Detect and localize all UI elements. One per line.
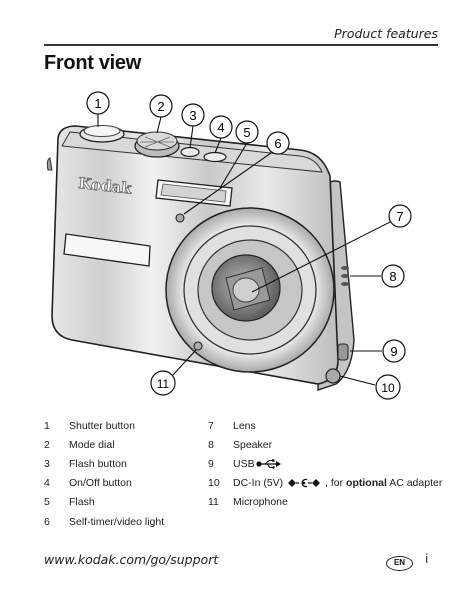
legend-number: 4 — [44, 477, 50, 490]
legend-left-column: 1 Shutter button 2 Mode dial 3 Flash button… — [44, 416, 164, 531]
svg-text:10: 10 — [381, 381, 395, 395]
callout-3: 3 — [181, 103, 205, 127]
callout-9: 9 — [382, 339, 406, 363]
legend-item: 4 On/Off button — [44, 474, 164, 493]
legend-item: 2 Mode dial — [44, 435, 164, 454]
legend-label: Microphone — [233, 496, 288, 509]
svg-text:6: 6 — [274, 136, 281, 151]
callout-5: 5 — [235, 120, 259, 144]
svg-text:7: 7 — [396, 209, 403, 224]
legend-label: Lens — [233, 419, 256, 432]
legend-item: 9 USB — [208, 454, 448, 473]
dc-polarity-icon — [288, 479, 321, 488]
legend-item: 11 Microphone — [208, 493, 448, 512]
callout-7: 7 — [388, 204, 412, 228]
legend-right-column: 7 Lens 8 Speaker 9 USB 10 DC-In (5V) — [208, 416, 448, 512]
legend-label: Self-timer/video light — [69, 515, 165, 528]
legend-label: DC-In (5V) , for optional AC adapter — [233, 477, 442, 489]
legend-label: Speaker — [233, 438, 273, 451]
shutter-button — [79, 125, 125, 143]
legend-label: Mode dial — [69, 438, 115, 451]
usb-icon — [255, 459, 281, 469]
legend-item: 6 Self-timer/video light — [44, 512, 164, 531]
header-rule — [44, 44, 438, 46]
legend-number: 1 — [44, 419, 50, 432]
svg-text:5: 5 — [243, 125, 250, 140]
legend-number: 11 — [208, 496, 219, 509]
dc-in-suffix: AC adapter — [386, 477, 443, 490]
legend-item: 1 Shutter button — [44, 416, 164, 435]
legend-label: USB — [233, 457, 255, 470]
svg-text:3: 3 — [189, 108, 196, 123]
callout-8: 8 — [381, 264, 405, 288]
dc-in-port — [325, 368, 341, 384]
camera-front-illustration: Kodak 1 2 3 — [46, 91, 412, 400]
legend-number: 9 — [208, 457, 214, 470]
legend-item: 10 DC-In (5V) , for optional AC adapter — [208, 474, 448, 493]
svg-text:9: 9 — [390, 344, 397, 359]
legend-number: 10 — [208, 477, 220, 490]
legend-number: 7 — [208, 419, 214, 432]
dc-in-label: DC-In (5V) — [233, 477, 284, 490]
strap-lug — [46, 157, 53, 171]
svg-text:8: 8 — [389, 269, 396, 284]
flash-button — [180, 146, 200, 158]
optional-emphasis: optional — [346, 477, 387, 490]
callout-10: 10 — [375, 374, 401, 400]
legend-item: 3 Flash button — [44, 454, 164, 473]
legend-number: 2 — [44, 438, 50, 451]
legend-item: 8 Speaker — [208, 435, 448, 454]
legend-label: Flash — [69, 496, 95, 509]
callout-4: 4 — [209, 115, 233, 139]
self-timer-light — [175, 213, 185, 223]
page-title: Front view — [44, 52, 142, 74]
svg-text:1: 1 — [94, 96, 101, 111]
svg-text:4: 4 — [217, 120, 224, 135]
legend-item: 7 Lens — [208, 416, 448, 435]
callout-leader-lines — [97, 114, 391, 386]
legend-number: 3 — [44, 457, 50, 470]
callout-6: 6 — [266, 131, 290, 155]
legend-number: 6 — [44, 515, 50, 528]
legend-number: 5 — [44, 496, 50, 509]
microphone — [193, 341, 203, 351]
language-badge: EN — [386, 556, 413, 571]
flash-window — [155, 179, 233, 207]
dc-in-connector-text: , for — [325, 477, 347, 490]
usb-port — [337, 343, 349, 361]
on-off-button — [203, 151, 227, 163]
page-number: i — [425, 552, 429, 566]
svg-text:2: 2 — [157, 99, 164, 114]
lens — [165, 207, 335, 373]
legend-item: 5 Flash — [44, 493, 164, 512]
grip-strip — [63, 233, 151, 267]
legend-number: 8 — [208, 438, 214, 451]
running-head: Product features — [334, 26, 438, 41]
mode-dial — [134, 131, 180, 158]
support-url[interactable]: www.kodak.com/go/support — [44, 552, 219, 567]
legend-label: Shutter button — [69, 419, 135, 432]
callout-2: 2 — [149, 94, 173, 118]
speaker — [341, 266, 349, 286]
callout-11: 11 — [150, 370, 176, 396]
legend-label: On/Off button — [69, 477, 132, 490]
legend-label: Flash button — [69, 457, 127, 470]
callout-1: 1 — [86, 91, 110, 115]
svg-text:11: 11 — [157, 377, 170, 391]
